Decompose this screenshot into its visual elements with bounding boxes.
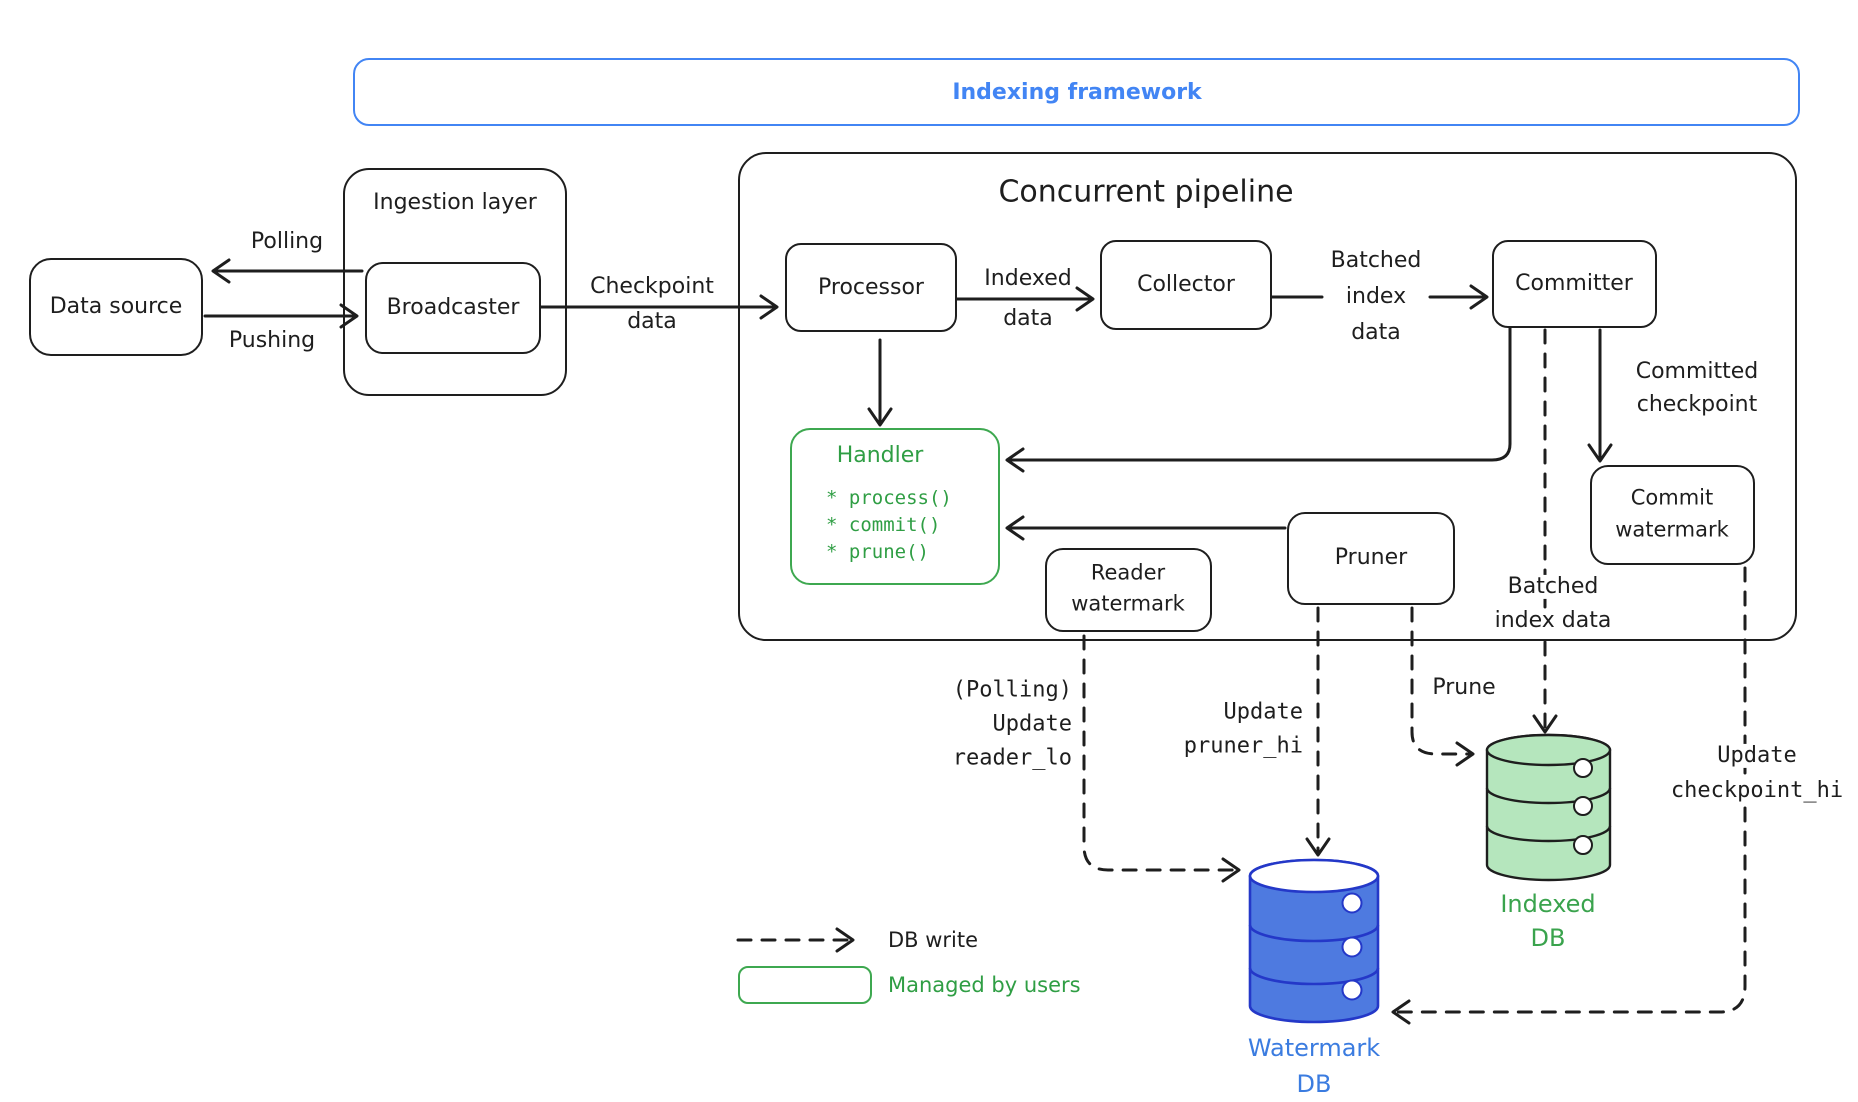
committer-to-handler-feedback-arrow — [1005, 325, 1512, 473]
collector-node — [1100, 240, 1272, 330]
polling-edge-label: Polling — [250, 228, 324, 254]
legend-managed-by-users-label: Managed by users — [888, 973, 1081, 997]
data-source-node — [29, 258, 203, 356]
checkpoint-hi-db-write-arrow — [1391, 566, 1747, 1025]
update-reader-lo-label-line2: Update — [992, 711, 1072, 737]
update-pruner-hi-label-line2: pruner_hi — [1183, 733, 1303, 759]
indexed-data-label-line1: Indexed — [984, 265, 1072, 291]
checkpoint-data-label-line1: Checkpoint — [590, 273, 714, 299]
broadcaster-node — [365, 262, 541, 354]
batched-index-data-label-line1: Batched — [1330, 247, 1422, 273]
committed-checkpoint-label-line2: checkpoint — [1636, 391, 1758, 417]
commit-watermark-label-line1: Commit — [1630, 485, 1714, 510]
reader-watermark-db-write-arrow — [1082, 634, 1241, 883]
update-reader-lo-label-line1: (Polling) — [952, 677, 1072, 703]
handler-node — [790, 428, 1000, 585]
watermark-db-label-line2: DB — [1296, 1069, 1332, 1098]
watermark-db-label-line1: Watermark — [1247, 1033, 1381, 1062]
handler-method-process: * process() — [826, 487, 952, 509]
reader-watermark-node — [1045, 548, 1212, 632]
pushing-edge-label: Pushing — [228, 327, 316, 353]
ingestion-layer-box — [343, 168, 567, 396]
data-source-label: Data source — [49, 293, 183, 319]
committer-label: Committer — [1515, 270, 1633, 296]
processor-label: Processor — [818, 274, 924, 300]
concurrent-pipeline-title: Concurrent pipeline — [998, 174, 1294, 210]
update-reader-lo-label-line3: reader_lo — [952, 745, 1072, 771]
indexed-db-label-line2: DB — [1530, 923, 1566, 952]
legend-managed-by-users-swatch — [738, 966, 872, 1004]
indexed-db-cylinder — [1485, 733, 1612, 882]
reader-watermark-label-line1: Reader — [1090, 560, 1166, 585]
pruner-label: Pruner — [1334, 544, 1408, 570]
pruner-node — [1287, 512, 1455, 605]
indexing-framework-box — [353, 58, 1800, 126]
collector-label: Collector — [1137, 271, 1235, 297]
ingestion-layer-title: Ingestion layer — [373, 189, 537, 215]
update-checkpoint-hi-label-line1: Update — [1712, 743, 1802, 769]
handler-title: Handler — [836, 442, 924, 468]
batched-index-data-db-label-line1: Batched — [1502, 574, 1604, 600]
broadcaster-label: Broadcaster — [386, 294, 520, 320]
batched-index-data-db-label-line2: index data — [1489, 608, 1617, 634]
indexing-framework-title: Indexing framework — [952, 79, 1202, 105]
handler-method-commit: * commit() — [826, 514, 941, 536]
handler-method-prune: * prune() — [826, 541, 929, 563]
indexed-db-label-line1: Indexed — [1500, 889, 1596, 918]
watermark-db-cylinder — [1248, 858, 1380, 1024]
processor-node — [785, 243, 957, 332]
batched-index-data-label-line3: data — [1351, 319, 1401, 345]
committed-checkpoint-label-line1: Committed — [1635, 358, 1759, 384]
batched-index-data-label-line2: index — [1345, 283, 1407, 309]
prune-db-write-arrow — [1410, 606, 1475, 767]
update-pruner-hi-label-line1: Update — [1223, 699, 1303, 725]
legend-db-write-label: DB write — [888, 928, 979, 952]
prune-edge-label: Prune — [1432, 674, 1496, 700]
update-checkpoint-hi-label-line2: checkpoint_hi — [1665, 778, 1849, 804]
indexed-data-label-line2: data — [1003, 305, 1053, 331]
commit-watermark-label-line2: watermark — [1615, 517, 1729, 542]
commit-watermark-node — [1590, 465, 1755, 565]
committer-node — [1492, 240, 1657, 328]
concurrent-pipeline-box — [738, 152, 1797, 641]
reader-watermark-label-line2: watermark — [1071, 591, 1185, 616]
checkpoint-data-label-line2: data — [627, 308, 677, 334]
